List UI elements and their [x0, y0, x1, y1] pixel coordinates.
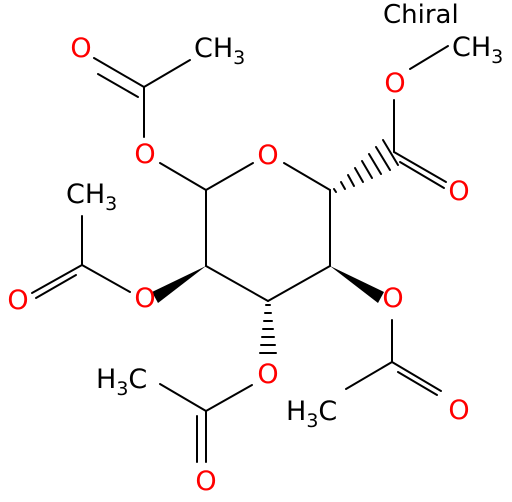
- bond-oac4-c-methyl: [345, 361, 393, 390]
- ring-oxygen: O: [257, 140, 278, 171]
- wedge-c2-o2: [152, 266, 206, 303]
- ester-carbonyl-oxygen: O: [448, 176, 469, 207]
- ester-methyl: CH3: [452, 32, 503, 68]
- bond-oac1-dbl-1: [93, 57, 145, 88]
- bond-c1-ring-o: [205, 162, 254, 191]
- ester-ether-oxygen: O: [384, 68, 405, 99]
- oac4-ester-oxygen: O: [382, 283, 403, 314]
- bond-oac3-c-methyl: [159, 383, 207, 412]
- oac3-methyl: H3C: [96, 364, 147, 400]
- bond-oac1-dbl-2: [97, 73, 139, 98]
- bond-ester-c-dbl-o-2: [399, 161, 445, 189]
- hashed-bond-c3-o3: [259, 304, 277, 354]
- oac2-carbonyl-oxygen: O: [7, 285, 28, 316]
- bond-oac1-c-methyl: [143, 59, 191, 88]
- oac4-carbonyl-oxygen: O: [448, 395, 469, 426]
- wedge-c4-o4: [330, 266, 384, 303]
- oac1-carbonyl-oxygen: O: [70, 33, 91, 64]
- bond-c3-c4: [267, 265, 331, 302]
- bond-oac4-dbl-1: [391, 361, 442, 392]
- pyranose-ring: [205, 162, 331, 302]
- hashed-bond-c5-ester: [333, 139, 399, 193]
- bond-ester-c-dbl-o-1: [393, 151, 447, 183]
- oac3-carbonyl-oxygen: O: [195, 466, 216, 497]
- bond-o-methyl: [409, 45, 449, 70]
- bond-c5-ring-o: [283, 162, 331, 191]
- oac1-ester-oxygen: O: [134, 139, 155, 170]
- bond-oac4-dbl-2: [397, 371, 438, 396]
- bond-oac2-dbl-2: [35, 274, 77, 299]
- bond-oac2-dbl-1: [31, 264, 83, 294]
- bond-c2-c3: [205, 265, 269, 302]
- oac2-ester-oxygen: O: [134, 283, 155, 314]
- oac4-methyl: H3C: [286, 396, 337, 432]
- bond-o3-c: [205, 384, 253, 412]
- chiral-label: Chiral: [383, 0, 459, 30]
- oac3-ester-oxygen: O: [257, 359, 278, 390]
- bond-c1-o1: [159, 162, 207, 191]
- bond-o2-c: [81, 264, 131, 293]
- oac1-methyl: CH3: [194, 33, 245, 69]
- oac2-methyl: CH3: [66, 179, 117, 215]
